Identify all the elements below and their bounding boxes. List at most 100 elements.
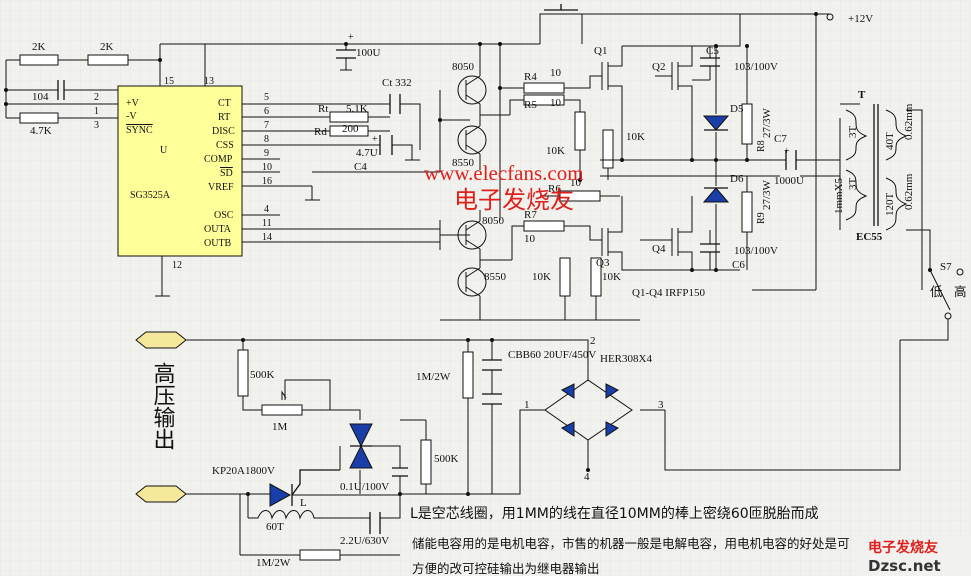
bridge-d4 bbox=[605, 421, 619, 437]
component-label: EC55 bbox=[856, 231, 883, 243]
component-label: C5 bbox=[706, 45, 719, 57]
component-label: R6 bbox=[548, 183, 561, 195]
bridge-d1 bbox=[561, 383, 575, 399]
component-label: 4.7K bbox=[30, 125, 52, 137]
component-label: 1mmX5 bbox=[833, 177, 845, 214]
component-label: 10K bbox=[626, 131, 645, 143]
ic-pin-labels: +V -V SYNC 2 1 3 U SG3525A 15 13 12 CT R… bbox=[94, 76, 272, 271]
watermark-cn: 电子发烧友 bbox=[454, 186, 574, 214]
component-label: 103/100V bbox=[734, 61, 778, 73]
svg-text:+: + bbox=[348, 32, 354, 43]
component-label: 2 bbox=[590, 335, 596, 347]
component-label: 1000U bbox=[774, 175, 804, 187]
hv-terminal-top[interactable] bbox=[135, 331, 187, 349]
scr-trigger-b bbox=[349, 444, 373, 469]
component-label: R8 bbox=[756, 140, 767, 152]
component-label: 200 bbox=[342, 123, 359, 135]
component-label: 103/100V bbox=[734, 245, 778, 257]
svg-text:+: + bbox=[784, 146, 790, 157]
pin-number: 5 bbox=[264, 92, 269, 103]
pin-number: 8 bbox=[264, 134, 269, 145]
component-label: 10K bbox=[602, 271, 621, 283]
pin-label: OSC bbox=[214, 210, 234, 221]
pin-number: 2 bbox=[94, 92, 99, 103]
pin-label: OUTB bbox=[204, 238, 232, 249]
sg3525-section bbox=[5, 43, 540, 297]
pin-label: CT bbox=[218, 98, 231, 109]
component-label: 3 bbox=[658, 399, 664, 411]
pin-label: RT bbox=[218, 112, 230, 123]
scr-trigger-a bbox=[349, 423, 373, 448]
note-line-1: L是空芯线圈，用1MM的线在直径10MM的棒上密绕60匝脱胎而成 bbox=[410, 505, 819, 522]
component-label: R9 bbox=[756, 212, 767, 224]
component-label: CBB60 20UF/450V bbox=[508, 349, 596, 361]
ic-ref: U bbox=[160, 145, 168, 156]
component-label: D6 bbox=[730, 173, 744, 185]
pin-label: VREF bbox=[208, 182, 234, 193]
pin-label: SD bbox=[220, 168, 233, 179]
component-label: 10K bbox=[532, 271, 551, 283]
component-label: L bbox=[300, 497, 307, 509]
component-label: S7 bbox=[940, 261, 952, 273]
component-label: R7 bbox=[524, 209, 537, 221]
pin-label: +V bbox=[126, 98, 140, 109]
component-label: 8550 bbox=[452, 157, 475, 169]
pin-number: 16 bbox=[262, 176, 272, 187]
component-label: T bbox=[858, 89, 866, 101]
pin-number: 3 bbox=[94, 120, 99, 131]
note-line-3: 方便的改可控硅输出为继电器输出 bbox=[412, 561, 600, 576]
component-label: 10 bbox=[570, 177, 582, 189]
component-label: R5 bbox=[524, 99, 537, 111]
component-label: 500K bbox=[250, 369, 275, 381]
component-label: 1M/2W bbox=[256, 557, 291, 569]
component-label: 5.1K bbox=[346, 103, 368, 115]
component-label: 10 bbox=[550, 97, 562, 109]
bridge-d3 bbox=[561, 421, 575, 437]
component-label: R4 bbox=[524, 71, 537, 83]
component-label: 2.2U/630V bbox=[340, 535, 389, 547]
component-label: 3T bbox=[847, 126, 859, 139]
pin-label: DISC bbox=[212, 126, 235, 137]
component-label: 3T bbox=[847, 178, 859, 191]
component-labels: 2K 2K 104 4.7K 100U + Ct 332 Rt 5.1K Rd … bbox=[30, 13, 967, 569]
pin-number: 15 bbox=[164, 76, 174, 87]
pin-number: 13 bbox=[204, 76, 214, 87]
d6-diode bbox=[702, 187, 730, 203]
pin-label: -V bbox=[126, 111, 137, 122]
component-label: 1 bbox=[524, 399, 530, 411]
component-label: 500K bbox=[434, 453, 459, 465]
component-label: Rd bbox=[314, 126, 327, 138]
note-line-2: 储能电容用的是电机电容，市售的机器一般是电解电容，用电机电容的好处是可 bbox=[412, 536, 850, 551]
svg-text:+: + bbox=[372, 134, 378, 145]
h-bridge bbox=[539, 4, 840, 291]
component-label: Q1-Q4 IRFP150 bbox=[632, 287, 706, 299]
pin-label: COMP bbox=[204, 154, 233, 165]
component-label: 4 bbox=[584, 471, 590, 483]
component-label: 8550 bbox=[484, 271, 507, 283]
pin-label: SYNC bbox=[126, 125, 153, 136]
pin-number: 4 bbox=[264, 204, 269, 215]
bridge-d2 bbox=[605, 383, 619, 399]
component-label: 8050 bbox=[452, 61, 475, 73]
component-label: +12V bbox=[848, 13, 873, 25]
component-label: 高 bbox=[954, 284, 967, 299]
ic-part: SG3525A bbox=[130, 190, 171, 201]
pin-number: 11 bbox=[262, 218, 272, 229]
component-label: Ct 332 bbox=[382, 77, 412, 89]
corner-brand: 电子发烧友 bbox=[868, 539, 938, 556]
hv-output-section bbox=[135, 331, 665, 561]
pin-number: 9 bbox=[264, 148, 269, 159]
junction-dots bbox=[4, 12, 818, 496]
ic-body bbox=[117, 85, 243, 257]
component-label: KP20A1800V bbox=[212, 465, 275, 477]
component-label: 60T bbox=[266, 521, 284, 533]
component-label: 1M bbox=[272, 421, 288, 433]
component-label: 10 bbox=[550, 67, 562, 79]
component-label: 4.7U bbox=[356, 147, 378, 159]
watermark-site: www.elecfans.com bbox=[424, 161, 584, 185]
component-label: 27/3W bbox=[761, 107, 773, 138]
component-label: 0.62mm bbox=[903, 173, 915, 210]
component-label: 120T bbox=[884, 193, 896, 217]
hv-terminal-bottom[interactable] bbox=[135, 485, 187, 503]
